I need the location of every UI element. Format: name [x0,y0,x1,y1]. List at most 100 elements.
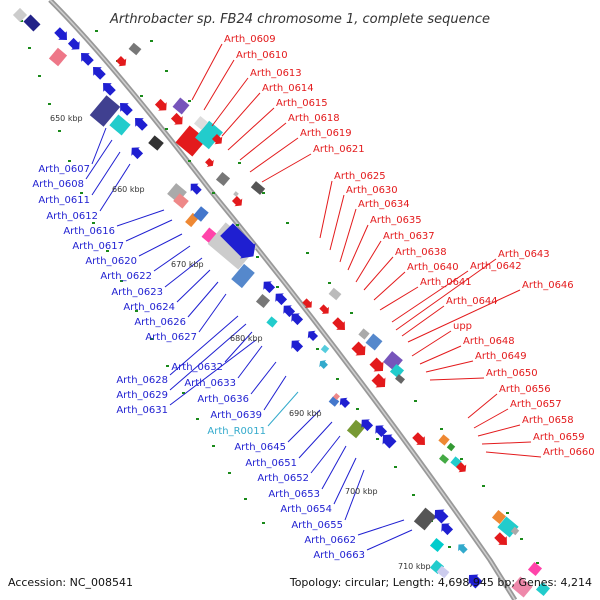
leader-line [425,360,474,373]
leader-line [401,305,445,337]
tick-dot [520,538,523,540]
leader-line [153,245,191,272]
tick-dot [414,400,417,402]
leader-line [227,107,275,151]
leader-line [477,424,521,437]
gene-feature [89,95,121,127]
scale-label-680: 680 kbp [230,334,263,343]
tick-dot [212,445,215,447]
gene-feature [491,509,507,525]
gene-feature [231,263,255,289]
gene-arrow-reverse [67,37,80,50]
leader-line [363,256,394,291]
gene-label-forward: Arth_0618 [288,113,340,124]
gene-label-forward: Arth_0634 [358,199,410,210]
gene-arrow-reverse [275,293,288,306]
leader-line [191,43,223,101]
tick-dot [58,130,61,132]
gene-feature [511,576,533,598]
tick-dot [228,472,231,474]
tick-dot [394,466,397,468]
leader-line [169,315,239,376]
scale-label-670: 670 kbp [171,260,204,269]
gene-arrow-forward [412,432,425,445]
leader-line [481,441,532,445]
gene-label-forward: Arth_0658 [522,415,574,426]
gene-feature [128,42,142,56]
gene-arrow-reverse [375,425,388,438]
leader-line [91,151,121,196]
gene-feature [328,396,340,407]
gene-label-reverse: Arth_0608 [32,179,84,190]
gene-label-reverse: Arth_0663 [313,550,365,561]
leader-line [125,219,173,242]
gene-feature [266,316,278,328]
tick-dot [256,256,259,258]
gene-arrow-reverse [93,67,106,80]
leader-line [310,435,341,474]
leader-line [138,233,183,257]
gene-arrow-forward [154,98,167,111]
tick-dot [460,458,463,460]
gene-feature [148,135,164,151]
gene-label-forward: Arth_0625 [334,171,386,182]
gene-feature [320,344,330,354]
leader-line [91,127,107,165]
gene-arrow-forward [371,373,386,388]
tick-dot [165,70,168,72]
tick-dot [440,428,443,430]
gene-feature [395,374,405,384]
tick-dot [356,408,359,410]
gene-feature [109,114,131,136]
tick-dot [80,192,83,194]
gene-feature [172,97,190,115]
gene-label-reverse: Arth_0616 [63,226,115,237]
tick-dot [38,75,41,77]
gene-label-forward: Arth_0650 [486,368,538,379]
leader-line [176,269,211,303]
gene-label-reverse: Arth_0620 [85,256,137,267]
gene-feature [195,120,223,150]
gene-label-forward: Arth_0635 [370,215,422,226]
tick-dot [106,250,109,252]
tick-dot [48,103,51,105]
map-title: Arthrobacter sp. FB24 chromosome 1, comp… [109,12,490,27]
leader-line [357,519,405,536]
gene-arrow-reverse [434,509,449,524]
gene-arrow-forward [211,133,223,145]
gene-label-reverse: Arth_0612 [46,211,98,222]
gene-label-forward: Arth_0614 [262,83,314,94]
gene-feature [510,526,520,536]
gene-arrow-reverse [468,574,483,589]
gene-label-reverse: Arth_0645 [234,442,286,453]
leader-line [391,270,469,323]
tick-dot [188,100,191,102]
leader-line [429,377,485,381]
gene-arrow-reverse [291,313,304,326]
gene-label-forward: Arth_0638 [395,247,447,258]
label-leaders [85,43,542,551]
tick-dot [536,562,539,564]
leader-line [319,180,333,239]
leader-line [485,451,542,458]
leader-line [411,330,452,357]
gene-feature [527,561,543,577]
gene-label-forward: Arth_0619 [300,128,352,139]
gene-label-forward: Arth_0630 [346,185,398,196]
leader-line [344,469,365,521]
leader-line [355,240,382,283]
scale-label-710: 710 kbp [398,562,431,571]
tick-dot [92,222,95,224]
tick-dot [448,546,451,548]
gene-feature [413,507,437,531]
gene-label-forward: Arth_0640 [407,262,459,273]
scale-label-650: 650 kbp [50,114,83,123]
gene-label-reverse: Arth_0662 [304,535,356,546]
gene-label-forward: Arth_0641 [420,277,472,288]
leader-line [339,208,357,263]
leader-line [261,153,312,183]
gene-arrow-reverse [361,419,374,432]
leader-line [249,137,299,173]
summary-text: Topology: circular; Length: 4,698,945 bp… [289,576,592,589]
gene-label-reverse: Arth_0623 [111,287,163,298]
